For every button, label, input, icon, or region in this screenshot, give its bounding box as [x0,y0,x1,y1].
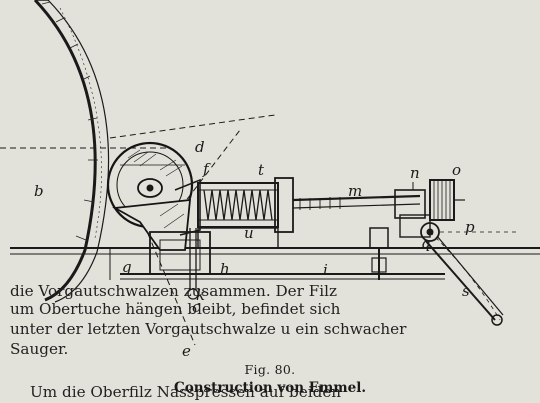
label-t: t [258,161,265,179]
spring-housing [197,177,421,233]
body-line-2: um Obertuche hängen bleibt, befindet sic… [10,300,341,318]
label-k: k [196,286,205,304]
body-line-1: die Vorgautschwalzen zusammen. Der Filz [10,282,337,300]
label-p: p [465,218,475,236]
body-line-3: unter der letzten Vorgautschwalze u ein … [10,320,407,338]
label-s: s [462,282,470,300]
label-i: i [323,261,328,279]
label-b: b [34,182,44,200]
label-q: q [421,234,431,252]
label-n: n [410,164,420,182]
label-d: d [195,138,205,156]
figure-title: Construction von Emmel. [173,380,367,396]
figure-number: Fig. 80. [244,362,296,377]
label-u: u [244,224,254,242]
label-c: c [192,298,201,316]
label-e: e [182,342,191,360]
cylinder-arc [33,0,110,303]
body-line-4: Sauger. [10,340,69,358]
label-g: g [122,258,132,276]
label-h: h [220,260,230,278]
body-line-5: Um die Oberfilz Nasspressen auf beiden [30,383,342,401]
right-mechanism [394,179,504,326]
label-f: f [202,160,211,178]
label-o: o [452,161,461,179]
lever-disc [106,141,194,251]
label-m: m [348,182,362,200]
figure-labels: b c d e f g h i k m n o p q s t u [34,138,475,360]
